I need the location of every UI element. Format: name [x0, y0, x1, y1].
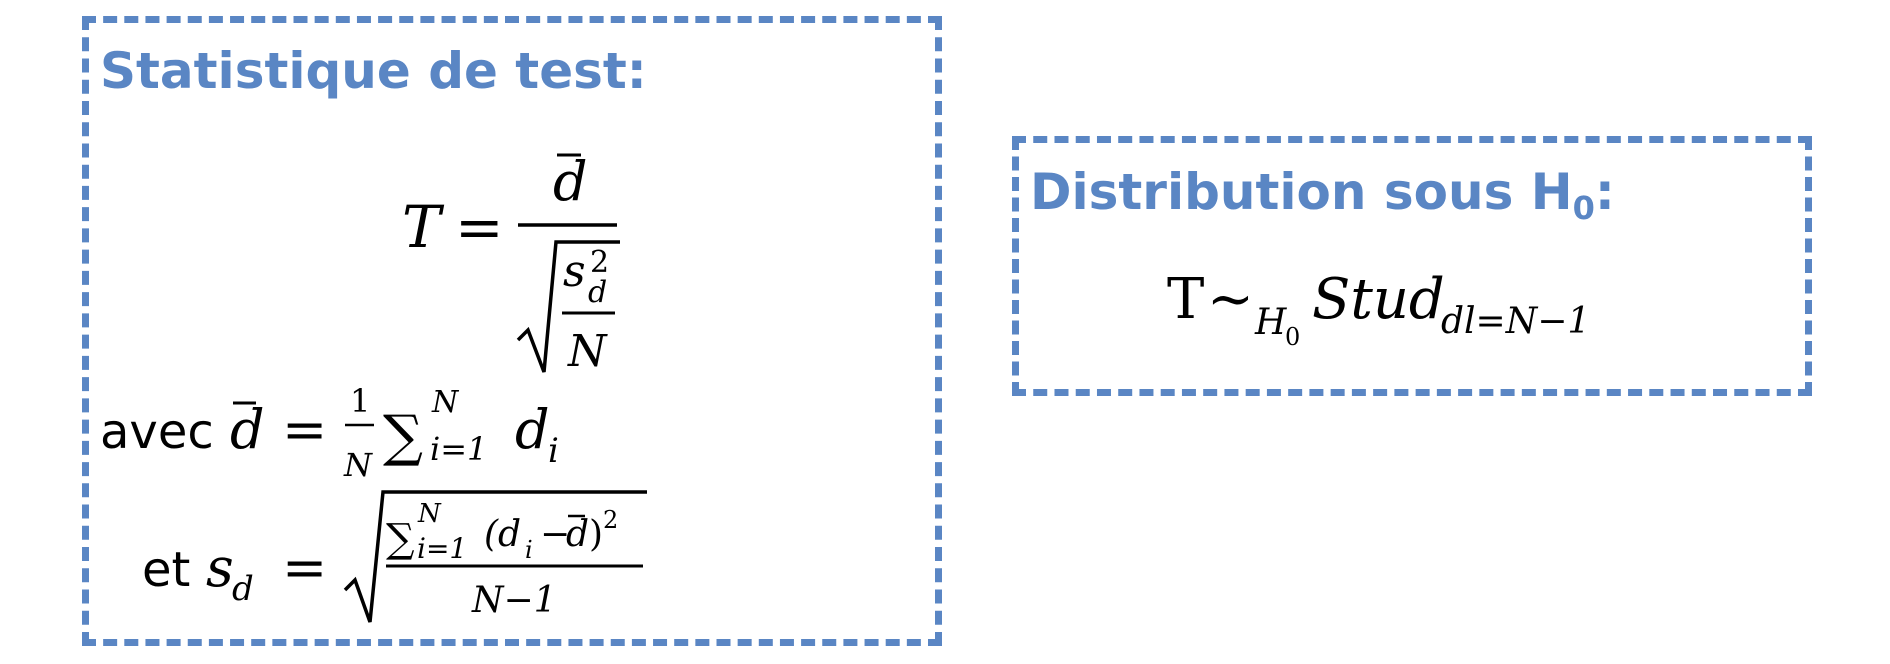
formula-t-n: N — [567, 326, 608, 377]
dist-lhs: T — [1167, 267, 1204, 332]
formula-t-s-sub: d — [588, 275, 607, 310]
distribution-title-colon: : — [1594, 163, 1615, 221]
sd-sqrt — [343, 490, 647, 623]
mean-term-sub: i — [548, 431, 559, 471]
sd-minus: − — [540, 514, 570, 555]
dist-name: Stud — [1312, 267, 1445, 332]
formula-t-s-sup: 2 — [590, 245, 609, 280]
sd-square: 2 — [603, 506, 618, 534]
sd-sum-symbol: ∑ — [386, 516, 415, 562]
mean-term: d — [515, 398, 550, 461]
sd-lhs: s — [206, 536, 234, 599]
formula-t-lhs: T — [402, 193, 445, 261]
sd-close: ) — [589, 514, 603, 555]
test-statistic-box — [82, 16, 942, 646]
mean-frac-den: N — [343, 446, 373, 484]
dist-h-sub: 0 — [1285, 323, 1300, 351]
distribution-title: Distribution sous H0: — [1030, 167, 1615, 224]
dist-h: H — [1254, 302, 1287, 343]
mean-sum-lower: i=1 — [430, 430, 487, 468]
sd-sum-upper: N — [417, 499, 442, 529]
distribution-title-main: Distribution sous H — [1030, 163, 1573, 221]
mean-equals: = — [282, 398, 327, 461]
mean-prefix: avec — [100, 404, 214, 460]
sd-term: (d — [484, 514, 521, 555]
formula-t-s: s — [563, 246, 586, 297]
mean-lhs: d — [230, 398, 265, 461]
formula-mean: avec d = 1 N ∑ N i=1 d i — [100, 382, 559, 484]
distribution-title-sub: 0 — [1572, 189, 1595, 227]
sd-equals: = — [282, 536, 327, 599]
sd-denominator: N−1 — [471, 580, 557, 621]
formula-distribution: T ~ H 0 Stud dl=N−1 — [1167, 267, 1590, 351]
formula-t-equals: = — [455, 193, 504, 261]
distribution-box — [1012, 136, 1812, 396]
mean-sum-upper: N — [431, 385, 460, 420]
formula-t: T = d s 2 d N — [402, 150, 620, 377]
sd-dbar: d — [566, 514, 589, 555]
sd-prefix: et — [142, 542, 190, 598]
dist-tilde: ~ — [1207, 267, 1254, 332]
dist-name-sub: dl=N−1 — [1441, 301, 1590, 342]
sd-lhs-sub: d — [232, 569, 254, 609]
sd-term-sub: i — [525, 536, 533, 564]
sd-sum-lower: i=1 — [417, 532, 467, 565]
formula-t-sqrt — [516, 240, 620, 373]
formula-t-numerator: d — [553, 150, 588, 213]
test-statistic-title: Statistique de test: — [100, 42, 647, 100]
mean-frac-num: 1 — [350, 382, 370, 420]
mean-sum-symbol: ∑ — [383, 404, 423, 469]
formula-sd: et s d = ∑ N i=1 (d i − d ) 2 N−1 — [142, 490, 647, 623]
